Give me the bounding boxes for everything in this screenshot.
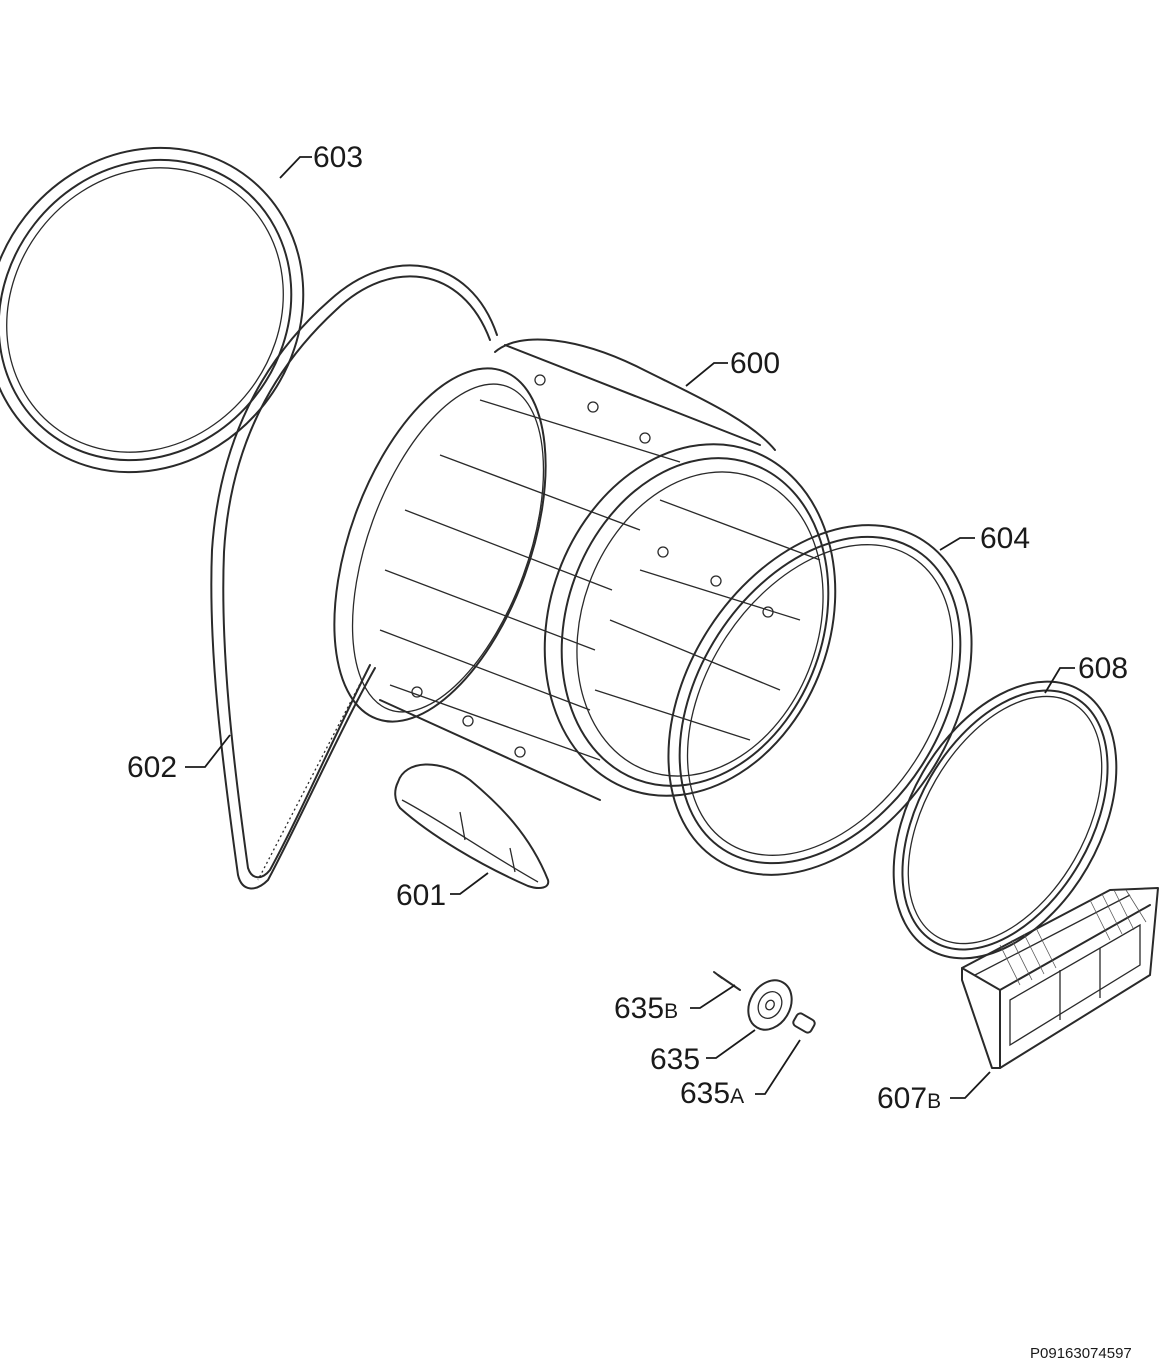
callout-635b: 635B [614,992,678,1025]
drum-paddle-icon [394,763,550,889]
callout-603: 603 [313,141,363,174]
rear-seal-ring-icon [0,146,305,474]
callout-601: 601 [396,879,446,912]
callout-600: 600 [730,347,780,380]
callout-607b-number: 607 [877,1082,927,1115]
filter-housing-icon [961,887,1159,1069]
callout-604: 604 [980,522,1030,555]
callout-635: 635 [650,1043,700,1076]
drive-belt-icon [210,264,498,890]
roller-assembly-icon [713,971,816,1034]
callout-635b-suffix: B [664,1000,678,1023]
diagram-reference-code: P09163074597 [1030,1345,1132,1362]
callout-635a-number: 635 [680,1077,730,1110]
callout-608: 608 [1078,652,1128,685]
filter-seal-ring-icon [892,680,1118,960]
front-seal-ring-icon [667,524,973,876]
callout-635a: 635A [680,1077,744,1110]
callout-leaders [185,156,1075,1099]
callout-602: 602 [127,751,177,784]
drum-cylinder-icon [333,338,837,801]
callout-607b-suffix: B [927,1090,941,1113]
callout-607b: 607B [877,1082,941,1115]
callout-635a-suffix: A [730,1085,744,1108]
callout-635b-number: 635 [614,992,664,1025]
